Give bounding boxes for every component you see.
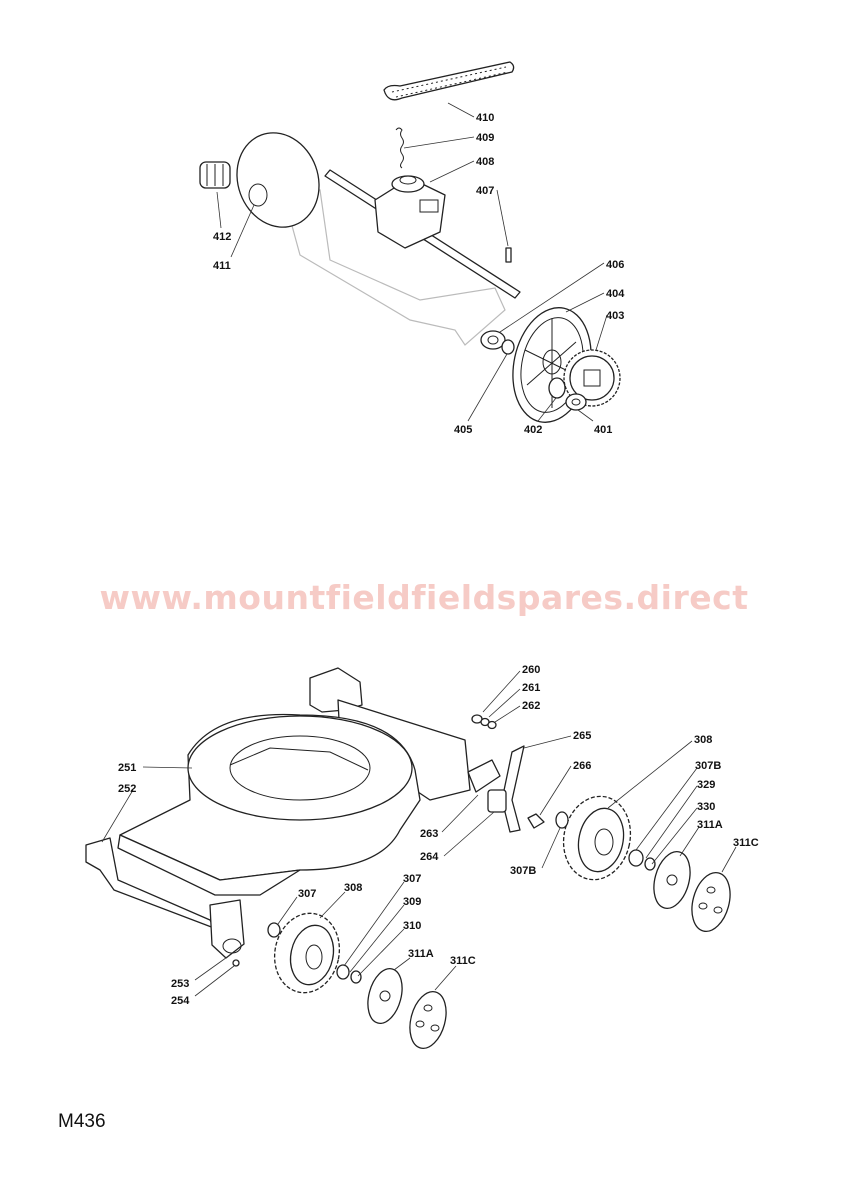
label-264: 264 — [420, 851, 439, 863]
part-labels: 410 409 408 407 412 411 406 404 403 405 … — [118, 112, 759, 1007]
bottom-leader-lines — [101, 670, 737, 997]
label-411: 411 — [213, 260, 231, 272]
label-309: 309 — [403, 896, 421, 908]
hubcap-311C-right — [691, 872, 731, 932]
label-329: 329 — [697, 779, 715, 791]
hubcap-311C-left — [409, 990, 447, 1050]
label-311A-left: 311A — [408, 948, 434, 960]
gearbox — [374, 175, 446, 249]
wheel-fittings-right — [628, 849, 656, 871]
label-308-left: 308 — [344, 882, 362, 894]
label-409: 409 — [476, 132, 494, 144]
label-330: 330 — [697, 801, 715, 813]
label-307-b: 307 — [403, 873, 421, 885]
label-265: 265 — [573, 730, 591, 742]
label-311A-right: 311A — [697, 819, 723, 831]
label-412: 412 — [213, 231, 231, 243]
label-408: 408 — [476, 156, 494, 168]
label-407: 407 — [476, 185, 494, 197]
label-311C-left: 311C — [450, 955, 476, 967]
hubcap-311A-right — [653, 850, 691, 910]
label-251: 251 — [118, 762, 136, 774]
height-bracket — [209, 899, 245, 967]
hubcap-311A-left — [367, 967, 403, 1025]
label-406: 406 — [606, 259, 624, 271]
label-401: 401 — [594, 424, 612, 436]
cutter-disc — [236, 132, 320, 228]
handle-frame-outline — [284, 189, 506, 346]
bearing — [480, 330, 515, 355]
rear-wheel-right — [555, 795, 632, 881]
spring — [395, 127, 404, 169]
deck-assembly — [85, 667, 731, 1050]
label-266: 266 — [573, 760, 591, 772]
label-404: 404 — [606, 288, 625, 300]
front-wheel-left — [267, 912, 341, 994]
label-262: 262 — [522, 700, 540, 712]
label-403: 403 — [606, 310, 624, 322]
transmission-assembly — [199, 61, 621, 423]
deck-top — [187, 715, 413, 821]
model-code: M436 — [58, 1111, 106, 1132]
coupling — [199, 161, 231, 189]
front-skirt — [117, 834, 301, 896]
label-311C-right: 311C — [733, 837, 759, 849]
label-307B-right: 307B — [695, 760, 721, 772]
pinion — [548, 377, 587, 411]
label-307-a: 307 — [298, 888, 316, 900]
label-254: 254 — [171, 995, 190, 1007]
top-leader-lines — [216, 102, 608, 422]
label-307B-left: 307B — [510, 865, 536, 877]
label-405: 405 — [454, 424, 472, 436]
wheel-fittings-left — [336, 964, 362, 984]
label-252: 252 — [118, 783, 136, 795]
label-402: 402 — [524, 424, 542, 436]
label-260: 260 — [522, 664, 540, 676]
drive-gear — [563, 349, 621, 407]
label-308-right: 308 — [694, 734, 712, 746]
label-310: 310 — [403, 920, 421, 932]
drive-belt — [383, 61, 515, 101]
label-410: 410 — [476, 112, 494, 124]
label-253: 253 — [171, 978, 189, 990]
label-261: 261 — [522, 682, 540, 694]
label-263: 263 — [420, 828, 438, 840]
watermark-text: www.mountfieldfieldspares.direct — [99, 578, 749, 617]
pin — [505, 247, 512, 263]
washers-260-262 — [471, 714, 497, 730]
height-lever — [467, 745, 545, 833]
